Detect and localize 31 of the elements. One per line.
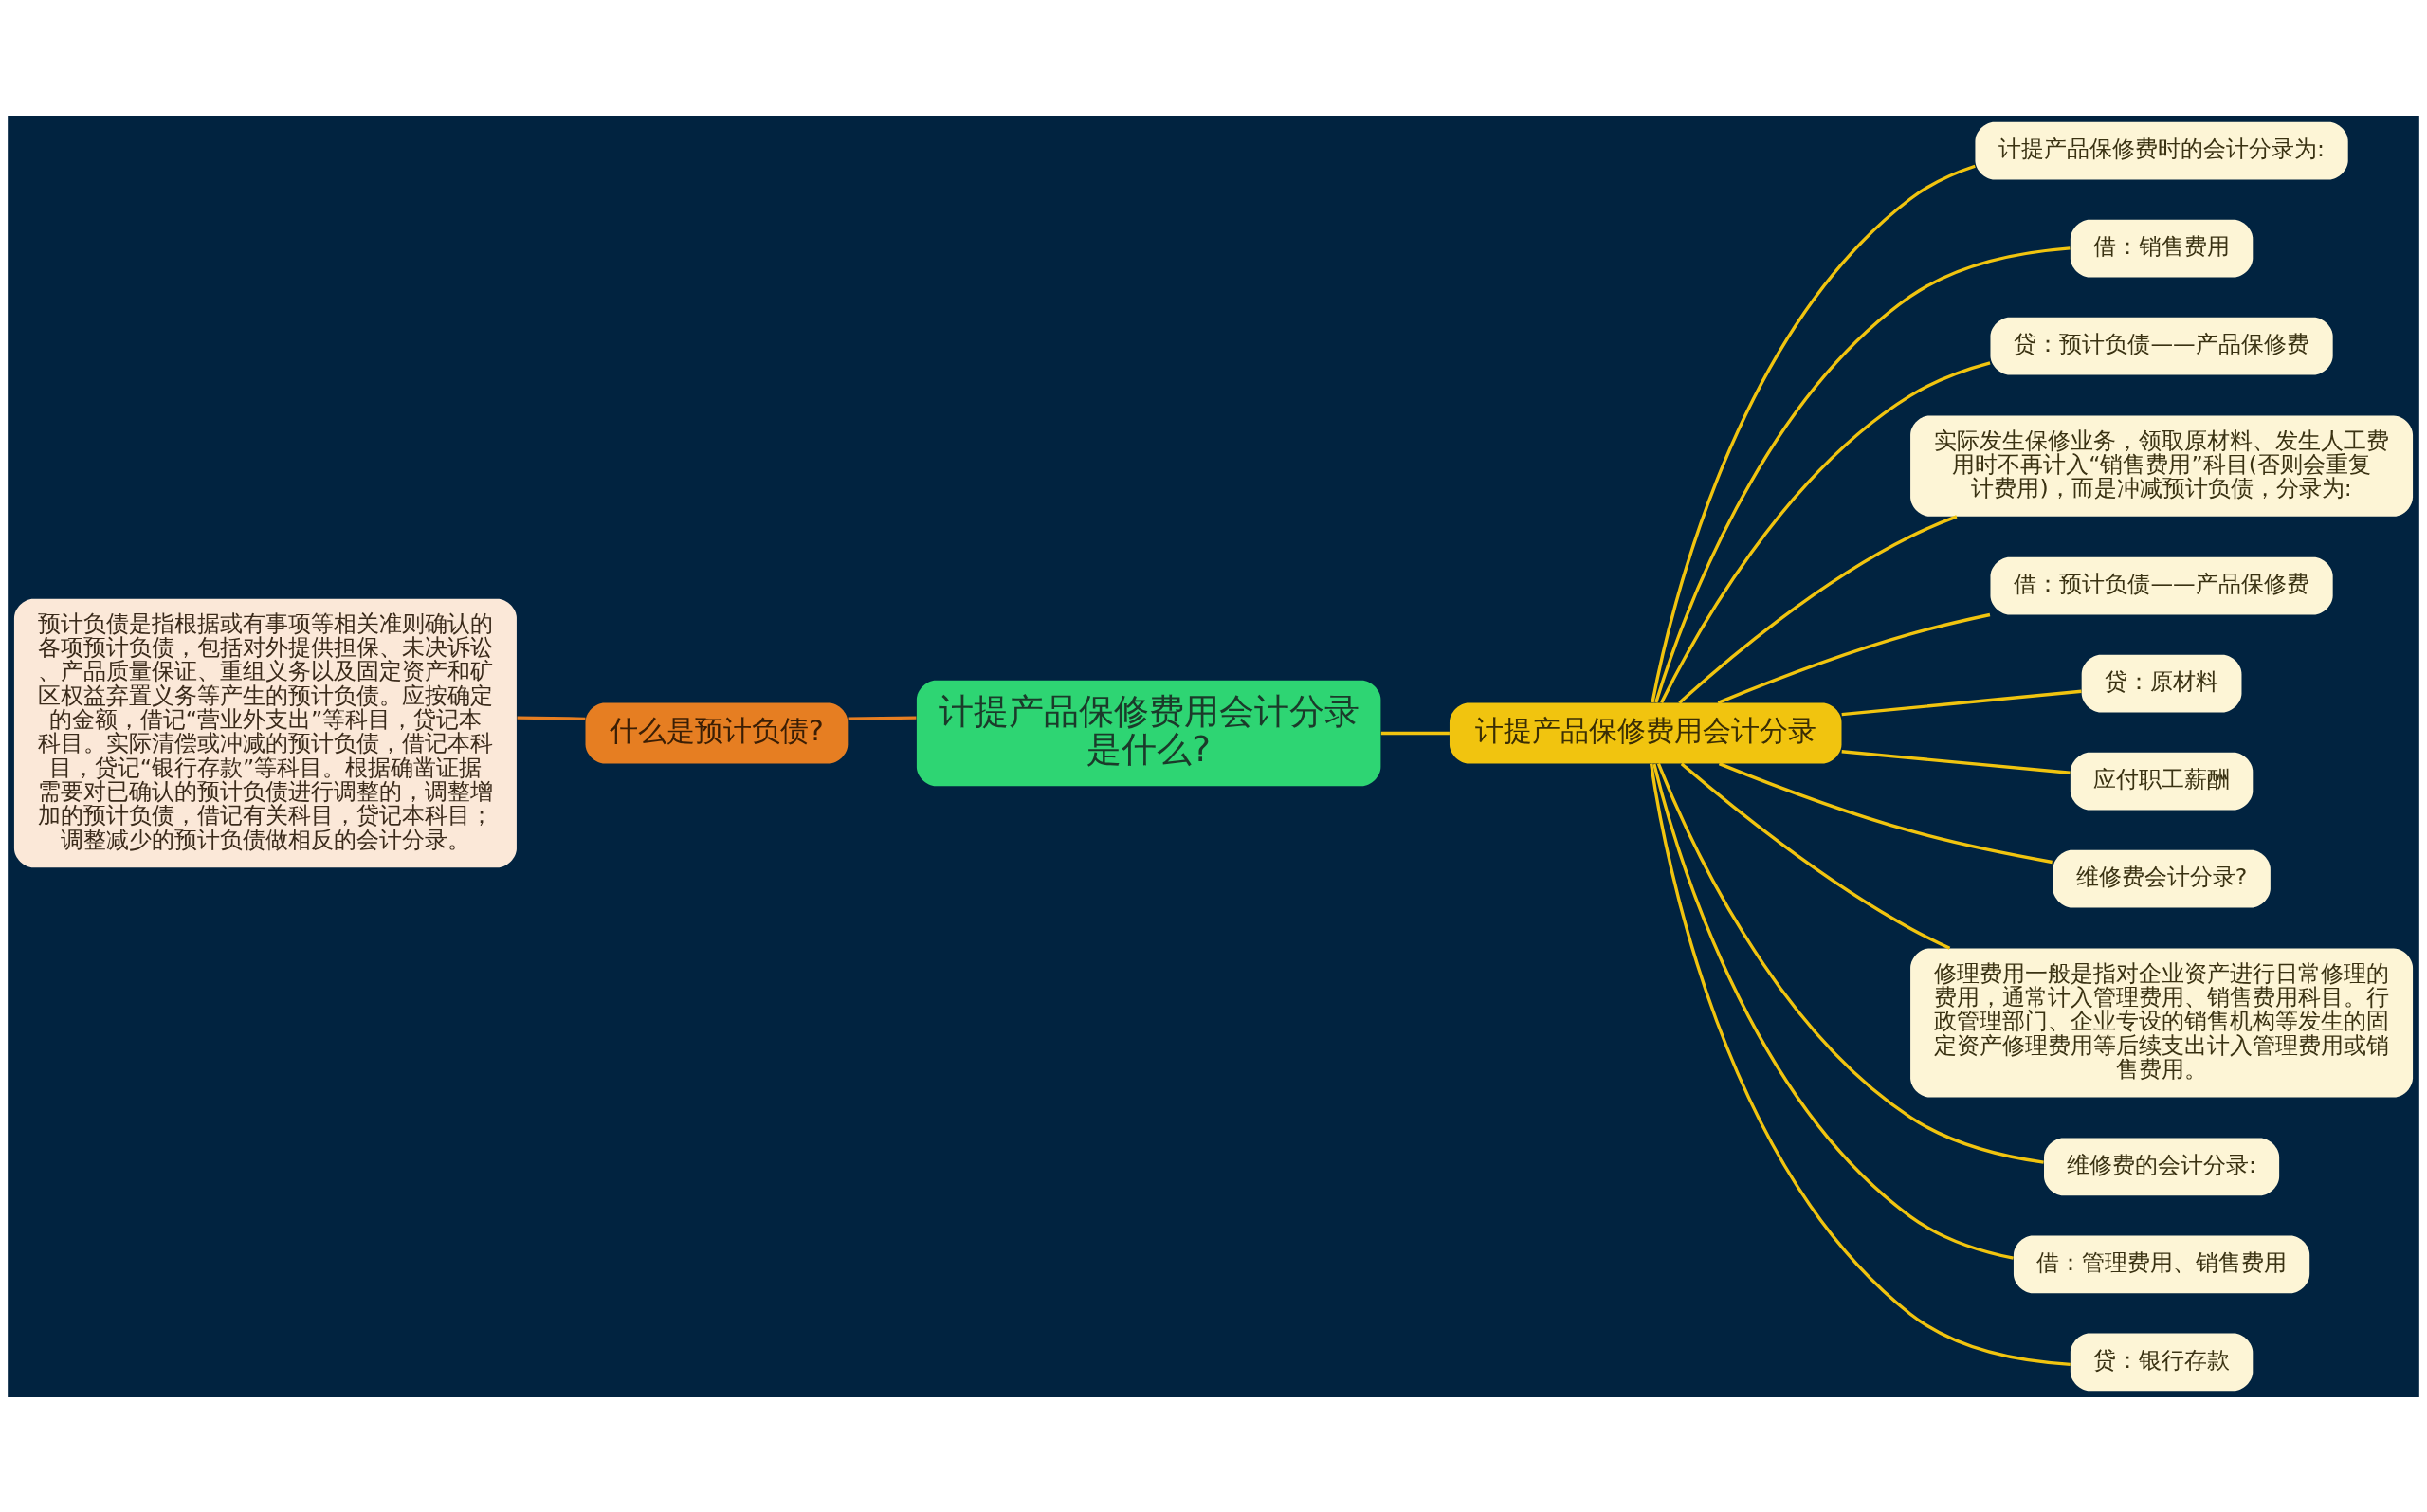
connector — [1651, 164, 1976, 702]
node-box: 借：管理费用、销售费用 — [2013, 1235, 2310, 1293]
node-box: 贷：原材料 — [2081, 654, 2242, 713]
node-box: 贷：银行存款 — [2070, 1333, 2254, 1391]
connector — [1718, 761, 2053, 864]
connector — [1717, 612, 1991, 704]
node-box: 修理费用一般是指对企业资产进行日常修理的费用，通常计入管理费用、销售费用科目。行政管理部门、企业专设的销售机构等发生的固定资产修理费用等后续支出计入管理费用或销售费用。 — [1910, 948, 2414, 1097]
node-box: 维修费的会计分录: — [2044, 1138, 2280, 1195]
connector — [1656, 762, 2044, 1164]
node-box: 计提产品保修费用会计分录 — [1449, 701, 1842, 764]
connector — [1678, 514, 1958, 704]
node-box: 借：预计负债——产品保修费 — [1990, 556, 2333, 615]
connector — [1652, 763, 2014, 1260]
node-box: 贷：预计负债——产品保修费 — [1990, 317, 2333, 374]
node-box: 计提产品保修费时的会计分录为: — [1975, 121, 2348, 179]
connector — [517, 716, 586, 720]
node-box: 维修费会计分录? — [2053, 849, 2271, 907]
connector — [1654, 246, 2071, 702]
connector — [1649, 763, 2071, 1366]
node-box: 借：销售费用 — [2070, 219, 2254, 277]
connector — [1380, 731, 1450, 735]
node-box: 预计负债是指根据或有事项等相关准则确认的各项预计负债，包括对外提供担保、未决诉讼、产品质量保证、重组义务以及固定资产和矿区权益弃置义务等产生的预计负债。应按确定的金额，借记“营业外支出”等科目，贷记本科目。实际清偿或冲减的预计负债，借记本科目，贷记“银行存款”等科目。根据确凿证据需要对已确认的预计负债进行调整的，调整增加的预计负债，借记有关科目，贷记本科目；调整减少的预计负债做相反的会计分录。 — [13, 598, 517, 867]
node-box: 计提产品保修费用会计分录是什么? — [916, 680, 1381, 786]
connector — [1841, 749, 2071, 774]
connector — [1680, 761, 1951, 950]
node-box: 应付职工薪酬 — [2070, 752, 2254, 811]
node-box: 实际发生保修业务，领取原材料、发生人工费用时不再计入“销售费用”科目(否则会重复计费用)，而是冲减预计负债，分录为: — [1910, 415, 2414, 517]
connector — [1660, 360, 1991, 703]
connector — [1841, 689, 2082, 716]
connector — [848, 715, 917, 720]
node-box: 什么是预计负债? — [585, 701, 849, 764]
